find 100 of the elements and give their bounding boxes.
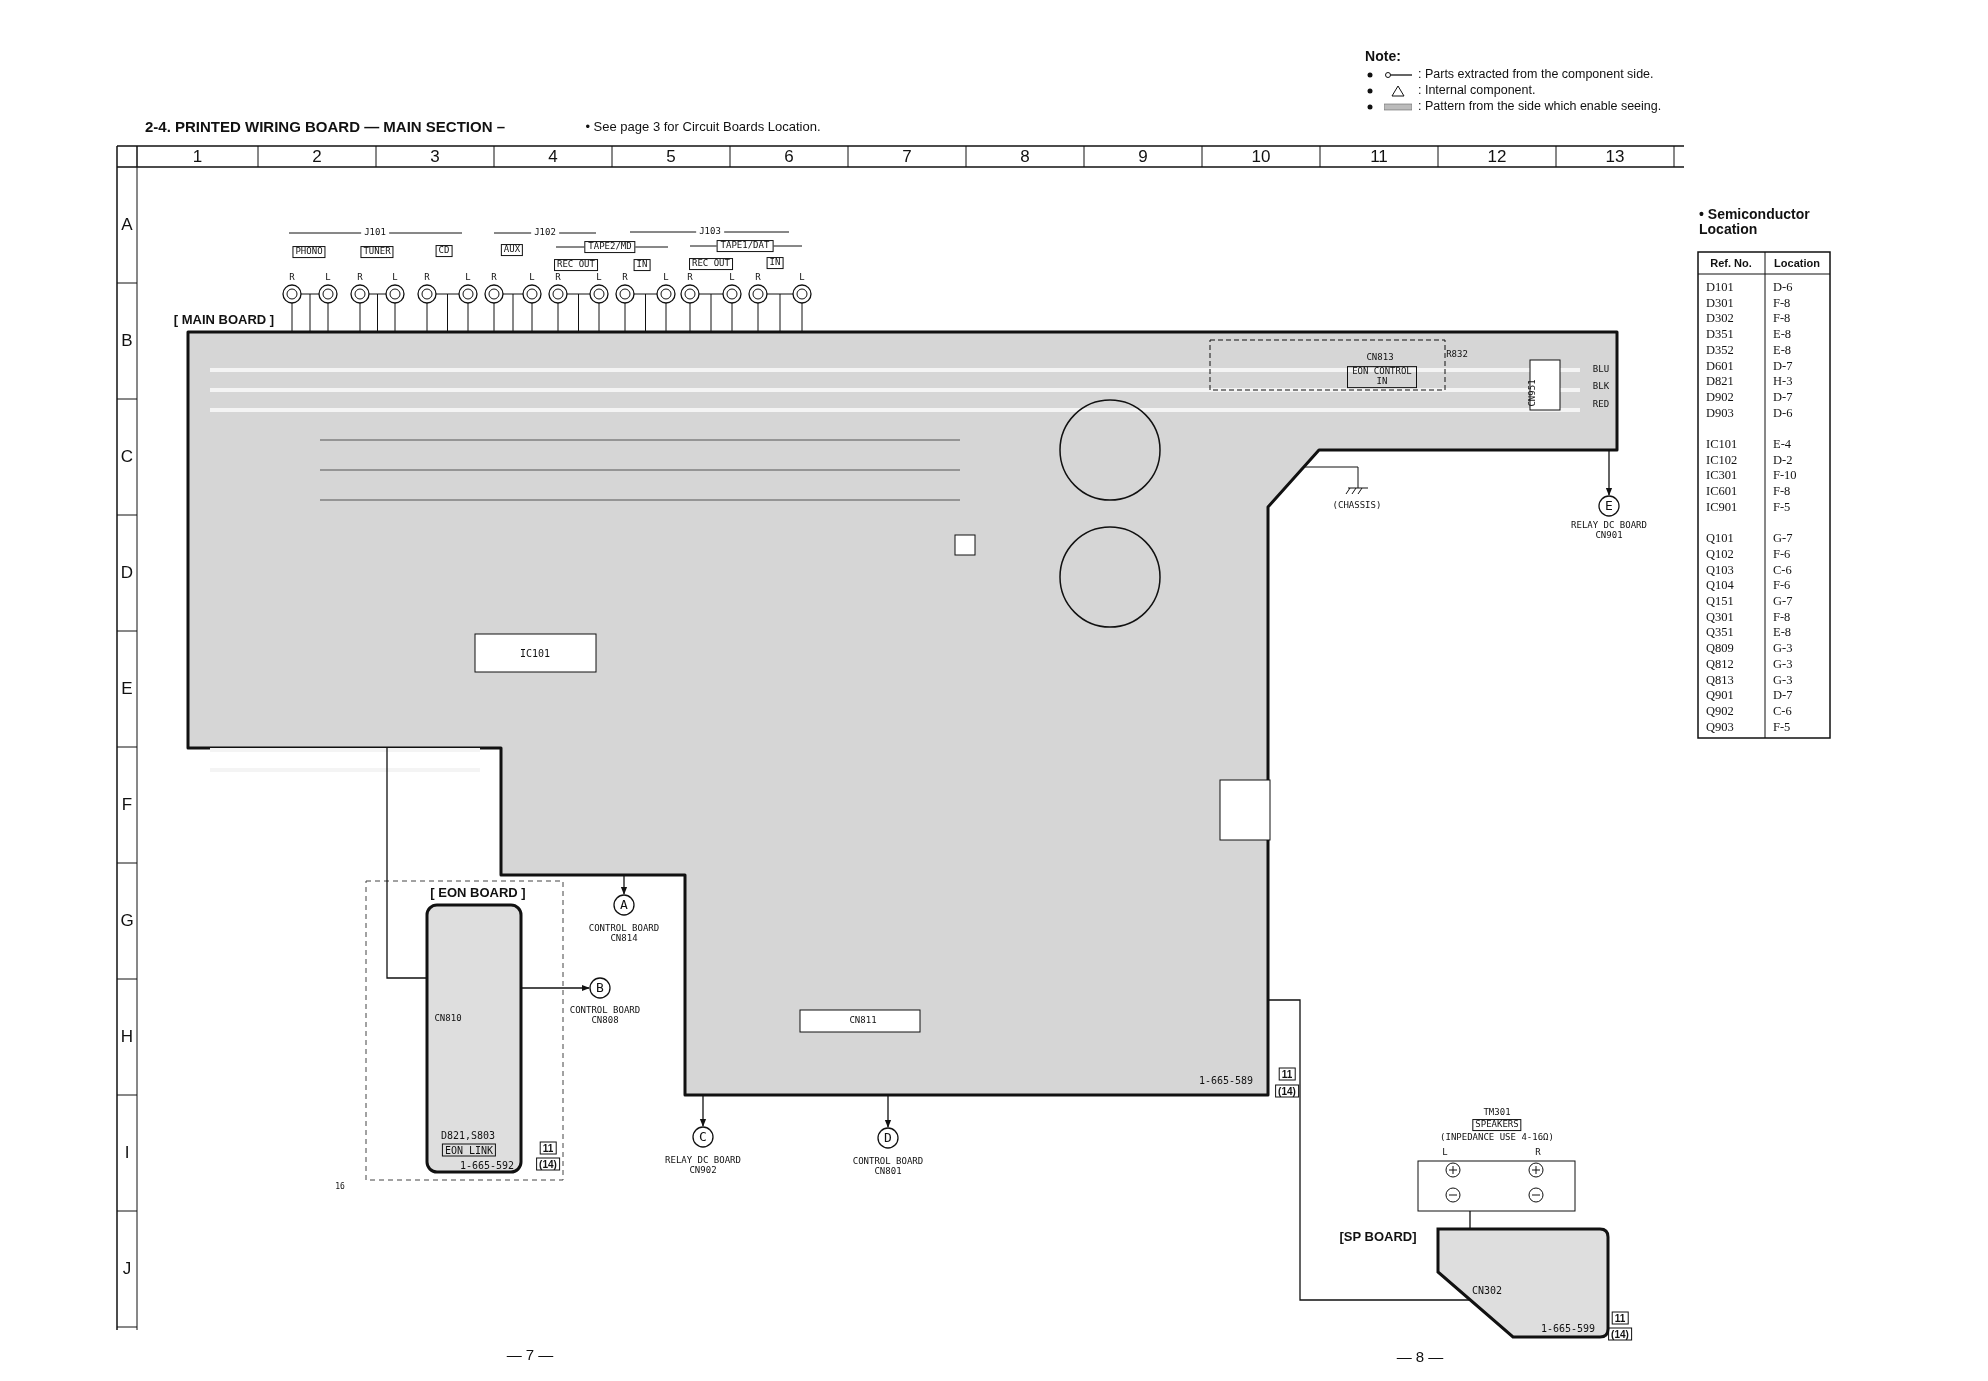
grid-number: 1 xyxy=(192,147,203,167)
label-text: 1-665-589 xyxy=(1198,1074,1254,1086)
connector-circle xyxy=(589,977,611,999)
label-text: [SP BOARD] xyxy=(1339,1229,1417,1245)
grid-letter: J xyxy=(122,1259,132,1279)
label-text: R xyxy=(622,273,628,283)
legend-text: : Internal component. xyxy=(1418,84,1536,98)
grid-number: 10 xyxy=(1251,147,1271,167)
table-cell: C-6 xyxy=(1773,705,1792,719)
label-text: TAPE1/DAT xyxy=(716,240,774,252)
table-cell: IC301 xyxy=(1706,469,1738,484)
table-cell: Q809 xyxy=(1706,642,1734,656)
table-cell: D601 xyxy=(1706,359,1734,374)
label-text: L xyxy=(799,273,805,283)
page-title: 2-4. PRINTED WIRING BOARD — MAIN SECTION – xyxy=(145,118,505,136)
table-cell: G-3 xyxy=(1773,673,1793,688)
note-text: • See page 3 for Circuit Boards Location. xyxy=(585,119,821,135)
label-text: TM301 xyxy=(1483,1108,1511,1118)
table-cell: Q901 xyxy=(1706,689,1734,704)
table-cell: D-7 xyxy=(1773,689,1793,704)
label-text: J102 xyxy=(531,228,559,238)
label-text: [ MAIN BOARD ] xyxy=(173,312,275,328)
connector-letter: A xyxy=(620,897,628,913)
label-text: 16 xyxy=(335,1182,345,1192)
label-text: 1-665-592 xyxy=(459,1159,515,1171)
table-cell: Q101 xyxy=(1706,532,1734,547)
table-cell: D352 xyxy=(1706,343,1734,358)
label-text: J103 xyxy=(696,227,724,237)
label-text: D821,S803 xyxy=(440,1129,496,1141)
connector-caption: RELAY DC BOARD CN901 xyxy=(1570,521,1648,541)
connector-letter: B xyxy=(596,980,604,996)
grid-number: 9 xyxy=(1138,147,1148,167)
connector-letter: D xyxy=(884,1130,892,1146)
table-cell: D301 xyxy=(1706,296,1734,311)
connector-letter: C xyxy=(699,1129,707,1145)
table-header-cell: Location xyxy=(1774,256,1820,270)
label-text: L xyxy=(663,273,669,283)
label-text: 1-665-599 xyxy=(1540,1322,1596,1334)
label-text: J101 xyxy=(361,228,389,238)
table-cell: Q102 xyxy=(1706,548,1734,562)
table-cell: E-8 xyxy=(1773,626,1792,641)
table-cell: Q351 xyxy=(1706,626,1734,641)
table-cell: Q103 xyxy=(1706,563,1734,578)
table-cell: D351 xyxy=(1706,328,1734,342)
table-cell: F-8 xyxy=(1773,296,1791,311)
grid-letter: D xyxy=(120,563,134,583)
table-cell: D-7 xyxy=(1773,359,1793,374)
label-text: L xyxy=(529,273,535,283)
label-text: R xyxy=(1535,1148,1541,1158)
table-cell: F-10 xyxy=(1773,469,1797,484)
table-cell: IC101 xyxy=(1706,438,1738,452)
connector-circle xyxy=(877,1127,899,1149)
table-cell: C-6 xyxy=(1773,563,1792,578)
label-text: L xyxy=(596,273,602,283)
table-cell: G-3 xyxy=(1773,657,1793,672)
table-cell: Q104 xyxy=(1706,579,1734,594)
label-text: R xyxy=(687,273,693,283)
label-text: R xyxy=(555,273,561,283)
label-text: TAPE2/MD xyxy=(584,241,636,253)
grid-number: 11 xyxy=(1370,147,1388,167)
table-cell: Q301 xyxy=(1706,610,1734,625)
table-cell: F-6 xyxy=(1773,579,1791,594)
grid-letter: B xyxy=(121,331,133,351)
table-cell: G-3 xyxy=(1773,642,1793,656)
label-text: CN302 xyxy=(1471,1284,1503,1296)
table-cell: D-6 xyxy=(1773,406,1793,421)
table-cell: D-6 xyxy=(1773,281,1793,295)
connector-caption: RELAY DC BOARD CN902 xyxy=(664,1156,742,1176)
table-cell: F-8 xyxy=(1773,312,1791,327)
table-cell: IC601 xyxy=(1706,485,1738,499)
wire-line xyxy=(1267,999,1471,1301)
grid-letter: C xyxy=(120,447,134,467)
table-cell: H-3 xyxy=(1773,375,1793,390)
connector-letter: E xyxy=(1605,498,1613,514)
arrow xyxy=(884,1094,892,1128)
table-cell: D-7 xyxy=(1773,391,1793,405)
grid-number: 5 xyxy=(666,147,676,167)
connector-caption: CONTROL BOARD CN814 xyxy=(587,924,661,944)
table-cell: F-5 xyxy=(1773,500,1791,515)
table-header-cell: Ref. No. xyxy=(1710,256,1752,270)
label-text: L xyxy=(325,273,331,283)
label-text: L xyxy=(392,273,398,283)
connector-circle xyxy=(613,894,635,916)
label-text: R xyxy=(491,273,497,283)
label-text: BLU xyxy=(1592,365,1610,375)
table-cell: D-2 xyxy=(1773,453,1793,468)
label-text: (INPEDANCE USE 4-16Ω) xyxy=(1440,1133,1554,1143)
table-cell: D821 xyxy=(1706,375,1734,390)
table-cell: E-8 xyxy=(1773,328,1792,342)
grid-number: 6 xyxy=(784,147,794,167)
table-cell: E-8 xyxy=(1773,343,1792,358)
arrow xyxy=(520,984,590,992)
wire-line xyxy=(1469,1210,1471,1230)
grid-number: 2 xyxy=(312,147,322,167)
label-text: R832 xyxy=(1446,350,1468,360)
grid-letter: A xyxy=(121,215,133,235)
label-text: REC OUT xyxy=(689,258,733,270)
grid-number: 3 xyxy=(430,147,440,167)
grid-letter: E xyxy=(121,679,133,699)
grid-number: 8 xyxy=(1020,147,1030,167)
